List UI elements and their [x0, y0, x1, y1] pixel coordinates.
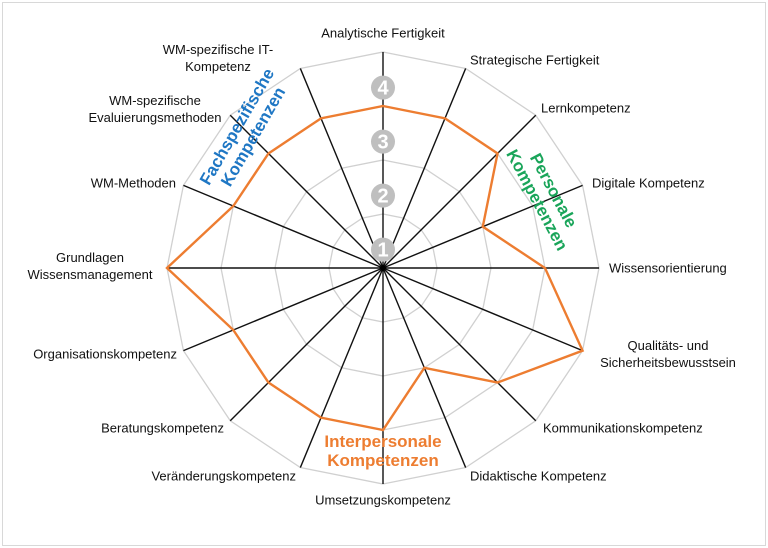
- axis-label-line: WM-spezifische IT-: [162, 42, 274, 57]
- axis-label-wm-methoden: WM-Methoden: [90, 175, 176, 191]
- axis-line: [382, 114, 537, 269]
- ring-label-badge: [371, 129, 395, 154]
- axis-label-line: Evaluierungsmethoden: [88, 110, 222, 125]
- axis-label-line: Sicherheitsbewusstsein: [600, 355, 736, 370]
- axis-label-digitale-kompetenz: Digitale Kompetenz: [592, 175, 705, 191]
- axis-label-line: Qualitäts- und: [627, 338, 709, 353]
- axis-label-wm-evaluierungsmethoden: WM-spezifische Evaluierungsmethoden: [89, 92, 222, 126]
- axis-label-line: Grundlagen: [56, 250, 124, 265]
- ring-label-badge: [371, 237, 395, 262]
- axis-line: [229, 114, 384, 269]
- ring-label-badge: [371, 183, 395, 208]
- axis-label-line: Wissensmanagement: [27, 267, 153, 282]
- axis-label-veraenderungskompetenz: Veränderungskompetenz: [151, 468, 296, 484]
- axis-line: [183, 184, 384, 269]
- axis-label-kommunikationskompetenz: Kommunikationskompetenz: [543, 420, 703, 436]
- ring-label: 3: [377, 132, 388, 154]
- ring-label: 4: [377, 78, 389, 100]
- axis-label-organisationskompetenz: Organisationskompetenz: [33, 346, 177, 362]
- axis-label-didaktische-kompetenz: Didaktische Kompetenz: [470, 468, 607, 484]
- group-label-line: Kompetenzen: [327, 451, 439, 470]
- axis-line: [382, 267, 537, 422]
- axis-line: [299, 267, 384, 468]
- axis-label-line: Kompetenz: [185, 59, 251, 74]
- axis-line: [382, 267, 583, 352]
- axis-line: [382, 68, 467, 269]
- group-label-line: Interpersonale: [324, 432, 442, 451]
- axis-label-wm-it-kompetenz: WM-spezifische IT- Kompetenz: [163, 41, 274, 75]
- group-label-interpersonal: Interpersonale Kompetenzen: [313, 432, 453, 470]
- axis-label-umsetzungskompetenz: Umsetzungskompetenz: [315, 492, 451, 508]
- axis-line: [299, 68, 384, 269]
- axis-label-qualitaet: Qualitäts- und Sicherheitsbewusstsein: [600, 337, 736, 371]
- axis-label-strategische-fertigkeit: Strategische Fertigkeit: [470, 52, 600, 68]
- ring-label: 1: [377, 240, 388, 262]
- ring-label: 2: [377, 186, 388, 208]
- axis-label-grundlagen-wissensmanagement: Grundlagen Wissensmanagement: [28, 249, 153, 283]
- axis-line: [183, 267, 384, 352]
- axis-label-beratungskompetenz: Beratungskompetenz: [101, 420, 224, 436]
- axis-label-analytische-fertigkeit: Analytische Fertigkeit: [321, 25, 445, 41]
- axis-label-lernkompetenz: Lernkompetenz: [541, 100, 631, 116]
- axis-line: [229, 267, 384, 422]
- ring-label-badge: [371, 75, 395, 100]
- axis-label-wissensorientierung: Wissensorientierung: [609, 260, 727, 276]
- center-point: [380, 265, 386, 271]
- axis-label-line: WM-spezifische: [109, 93, 201, 108]
